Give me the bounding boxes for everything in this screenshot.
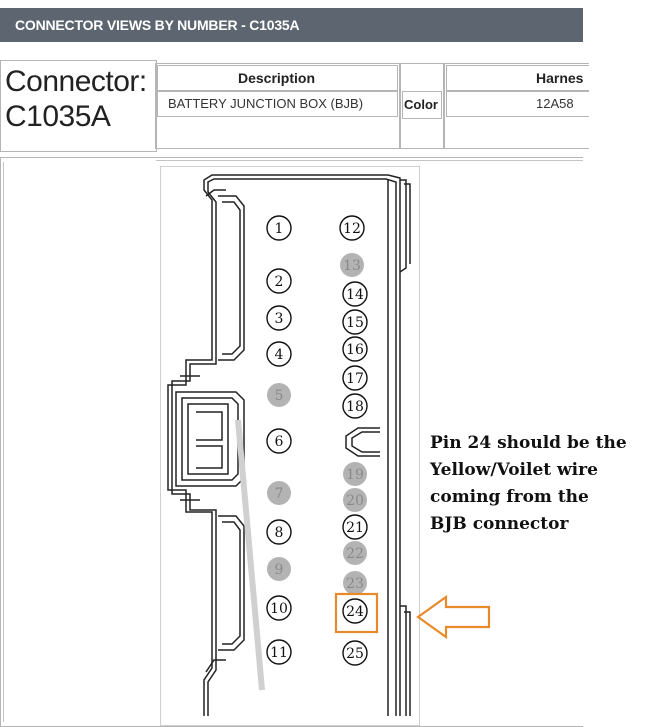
pin-4-label: 4 [275,347,284,363]
description-value-cell [157,91,398,117]
pin-24-highlight-box [334,592,379,634]
pin-12-label: 12 [343,221,361,237]
pin-22-label: 22 [346,546,364,562]
pins-left-column: 1 2 3 4 5 6 7 8 9 10 11 [266,215,292,665]
pin-3-circle [266,305,292,331]
pin-25-circle [342,640,368,666]
pin-8-circle [266,519,292,545]
pin-24-label: 24 [346,604,364,620]
description-value: BATTERY JUNCTION BOX (BJB) [168,96,364,111]
pin-18-label: 18 [346,399,364,415]
annotation-line-2: Yellow/Voilet wire [430,460,598,480]
pin-12-circle [339,215,365,241]
pin-4-circle [266,341,292,367]
pin-5-label: 5 [275,388,284,404]
connector-housing [167,174,411,716]
pin-1-label: 1 [275,221,284,237]
pin-13-circle [340,253,364,277]
pin-2-label: 2 [275,274,284,290]
pin-19-label: 19 [346,467,364,483]
pins-right-column: 12 13 14 15 16 17 18 19 20 21 22 23 24 25 [339,215,368,666]
pin-23-circle [343,571,367,595]
pin-11-circle [266,639,292,665]
harness-table [444,63,589,149]
pin-7-circle [267,481,291,505]
connector-label-line1: Connector: [5,65,147,98]
color-cell [400,63,444,149]
pin-21-circle [342,514,368,540]
frame-top-line [156,160,583,161]
description-table [155,63,400,149]
pin-17-label: 17 [346,371,364,387]
pin-1-circle [266,215,292,241]
pin-8-label: 8 [275,525,284,541]
pin-22-circle [343,541,367,565]
pin-5-circle [267,383,291,407]
pin-19-circle [343,462,367,486]
annotation-note: Pin 24 should be the Yellow/Voilet wire … [430,430,645,538]
harness-value: 12A58 [536,96,574,111]
description-header-cell [157,65,398,91]
pin-14-label: 14 [346,287,364,303]
annotation-line-4: BJB connector [430,514,569,534]
pin-25-label: 25 [346,646,364,662]
pin-3-label: 3 [275,311,284,327]
pin-13-label: 13 [343,258,361,274]
pin-11-label: 11 [270,645,288,661]
pin-6-circle [266,428,292,454]
pin-20-circle [343,488,367,512]
harness-value-cell [446,91,589,117]
pin-10-circle [266,595,292,621]
pin-7-label: 7 [275,486,284,502]
connector-label-cell [0,60,157,152]
annotation-line-1: Pin 24 should be the [430,433,627,453]
page-title: CONNECTOR VIEWS BY NUMBER - C1035A [0,8,583,42]
annotation-line-3: coming from the [430,487,589,507]
pin-23-label: 23 [346,576,364,592]
connector-label: Connector: C1035A [5,64,147,134]
pin-9-circle [267,557,291,581]
frame-left-line [3,162,4,722]
connector-label-line2: C1035A [5,100,111,133]
pin-9-label: 9 [275,562,284,578]
pin-16-label: 16 [346,342,364,358]
pin-18-circle [342,393,368,419]
pin-17-circle [342,365,368,391]
color-header-cell [402,91,442,119]
pin-20-label: 20 [346,493,364,509]
pin-15-circle [342,309,368,335]
description-header: Description [238,70,316,86]
harness-header-cell [446,65,589,91]
pin-6-label: 6 [275,434,284,450]
pin-14-circle [342,281,368,307]
housing-shading [235,419,265,691]
pin-2-circle [266,268,292,294]
color-header: Color [404,97,438,112]
pin-15-label: 15 [346,315,364,331]
pin-21-label: 21 [346,520,364,536]
left-arrow-icon [416,594,491,640]
pin-24-circle [342,598,368,624]
harness-header: Harnes [536,70,584,86]
pin-16-circle [342,336,368,362]
pin-10-label: 10 [270,601,288,617]
